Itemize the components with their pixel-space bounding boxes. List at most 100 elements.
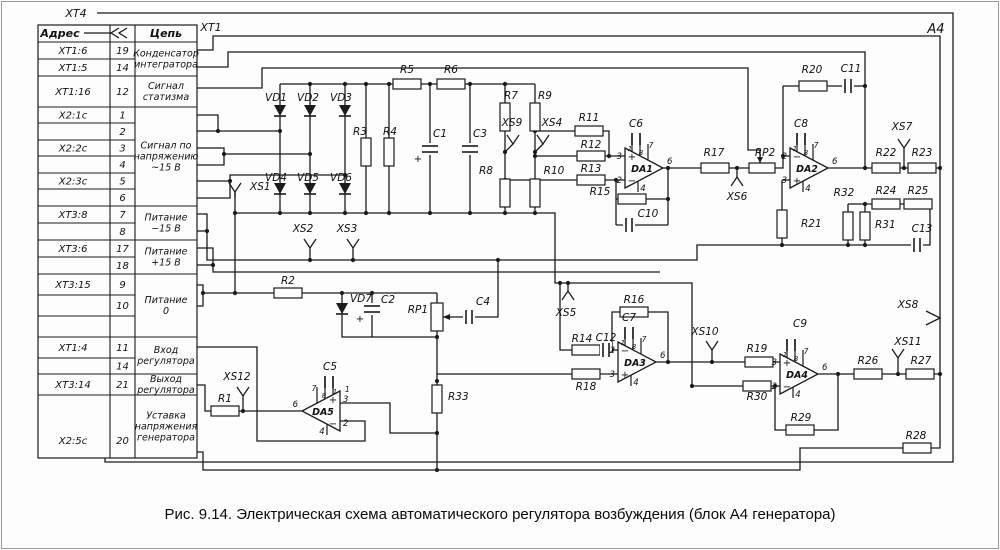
part-label-R31: R31 bbox=[875, 219, 896, 231]
table-pin-cell: 20 bbox=[116, 436, 129, 447]
junction-dot bbox=[665, 359, 671, 365]
junction-dot bbox=[606, 153, 612, 159]
table-circuit-cell: Питание bbox=[145, 295, 188, 306]
opamp-pin: 2 bbox=[617, 176, 622, 186]
table-circuit-cell: Сигнал по bbox=[141, 141, 192, 152]
resistor-R13 bbox=[576, 174, 606, 186]
table-circuit-cell: Уставка bbox=[146, 411, 186, 422]
opamp-sign: + bbox=[783, 358, 791, 369]
junction-dot bbox=[342, 172, 348, 178]
table-pin-cell: 4 bbox=[119, 160, 125, 171]
junction-dot bbox=[200, 290, 206, 296]
wire bbox=[197, 384, 302, 412]
address-arrow-icon bbox=[109, 27, 120, 39]
testpoint-XS9 bbox=[504, 143, 514, 153]
table-pin-cell: 6 bbox=[119, 193, 125, 204]
resistor-R1 bbox=[210, 405, 240, 417]
junction-dot bbox=[780, 153, 786, 159]
wire bbox=[197, 203, 931, 261]
wire bbox=[197, 51, 866, 168]
cap-mask-C11 bbox=[842, 78, 854, 94]
opamp-pin: 8 bbox=[632, 343, 637, 351]
table-circuit-cell: Вход bbox=[154, 345, 179, 356]
junction-dot bbox=[307, 210, 313, 216]
opamp-label-DA1: DA1 bbox=[631, 164, 653, 175]
opamp-pin: 4 bbox=[640, 184, 645, 194]
cap-mask-C3 bbox=[462, 143, 478, 155]
part-label-R29: R29 bbox=[791, 412, 812, 424]
junction-dot bbox=[342, 210, 348, 216]
part-label-C4: C4 bbox=[476, 296, 490, 308]
part-label-C12: C12 bbox=[596, 332, 617, 344]
part-label-R18: R18 bbox=[576, 381, 597, 393]
part-label-XS5: XS5 bbox=[555, 307, 577, 319]
junction-dot bbox=[232, 210, 238, 216]
opamp-pin: 6 bbox=[667, 157, 673, 167]
opamp-pin: 1 bbox=[345, 385, 350, 394]
part-label-R1: R1 bbox=[218, 393, 232, 405]
opamp-sign: − bbox=[793, 152, 801, 163]
table-pin-cell: 12 bbox=[116, 87, 129, 98]
part-label-RP2: RP2 bbox=[755, 147, 776, 159]
part-label-C1: C1 bbox=[433, 128, 447, 140]
wire bbox=[340, 402, 437, 434]
part-label-R9: R9 bbox=[538, 90, 552, 102]
wire bbox=[445, 260, 499, 318]
cap-polarity: + bbox=[356, 314, 364, 325]
table-pin-cell: 14 bbox=[116, 63, 129, 74]
part-label-C11: C11 bbox=[841, 63, 862, 75]
junction-dot bbox=[862, 201, 868, 207]
resistor-R10 bbox=[529, 178, 541, 208]
junction-dot bbox=[434, 334, 440, 340]
opamp-pin: 3 bbox=[617, 152, 622, 162]
wire bbox=[197, 35, 941, 471]
resistor-R33 bbox=[431, 384, 443, 414]
part-label-R26: R26 bbox=[858, 355, 879, 367]
part-label-C13: C13 bbox=[912, 223, 933, 235]
junction-dot bbox=[502, 210, 508, 216]
wire bbox=[197, 346, 366, 442]
part-label-VD4: VD4 bbox=[265, 172, 287, 184]
junction-dot bbox=[227, 178, 233, 184]
resistor-R23 bbox=[907, 162, 937, 174]
part-label-R8: R8 bbox=[479, 165, 493, 177]
opamp-label-DA5: DA5 bbox=[312, 407, 334, 418]
resistor-R14 bbox=[571, 344, 601, 356]
opamp-pin: 3 bbox=[782, 176, 787, 186]
resistor-R7 bbox=[499, 102, 511, 132]
table-address-cell: Х2:1с bbox=[58, 111, 88, 122]
table-pin-cell: 3 bbox=[119, 144, 125, 155]
part-label-R30: R30 bbox=[747, 391, 768, 403]
table-circuit-cell: 0 bbox=[163, 306, 169, 317]
opamp-pin: 7 bbox=[642, 335, 647, 344]
part-label-C8: C8 bbox=[794, 118, 808, 130]
address-arrow-icon bbox=[117, 27, 128, 39]
opamp-pin: 4 bbox=[795, 390, 800, 400]
opamp-sign: − bbox=[621, 346, 629, 357]
opamp-sign: − bbox=[329, 419, 337, 430]
resistor-R28 bbox=[902, 442, 932, 454]
part-label-R2: R2 bbox=[281, 275, 295, 287]
opamp-sign: + bbox=[329, 395, 337, 406]
diode-VD5 bbox=[304, 183, 316, 194]
part-label-R5: R5 bbox=[400, 64, 414, 76]
testpoint-XS2 bbox=[303, 238, 317, 250]
part-label-R32: R32 bbox=[834, 187, 855, 199]
junction-dot bbox=[210, 262, 216, 268]
junction-dot bbox=[204, 228, 210, 234]
opamp-label-DA2: DA2 bbox=[796, 164, 818, 175]
opamp-pin: 7 bbox=[814, 141, 819, 150]
table-pin-cell: 9 bbox=[119, 280, 125, 291]
junction-dot bbox=[434, 378, 440, 384]
cap-polarity: + bbox=[414, 154, 422, 165]
resistor-R32 bbox=[842, 211, 854, 241]
diode-VD2 bbox=[304, 105, 316, 116]
opamp-pin: 2 bbox=[610, 346, 615, 356]
opamp-DA4 bbox=[779, 352, 820, 396]
opamp-sign: − bbox=[783, 382, 791, 393]
table-circuit-cell: Выход bbox=[150, 374, 182, 385]
table-circuit-cell: генератора bbox=[137, 433, 195, 444]
